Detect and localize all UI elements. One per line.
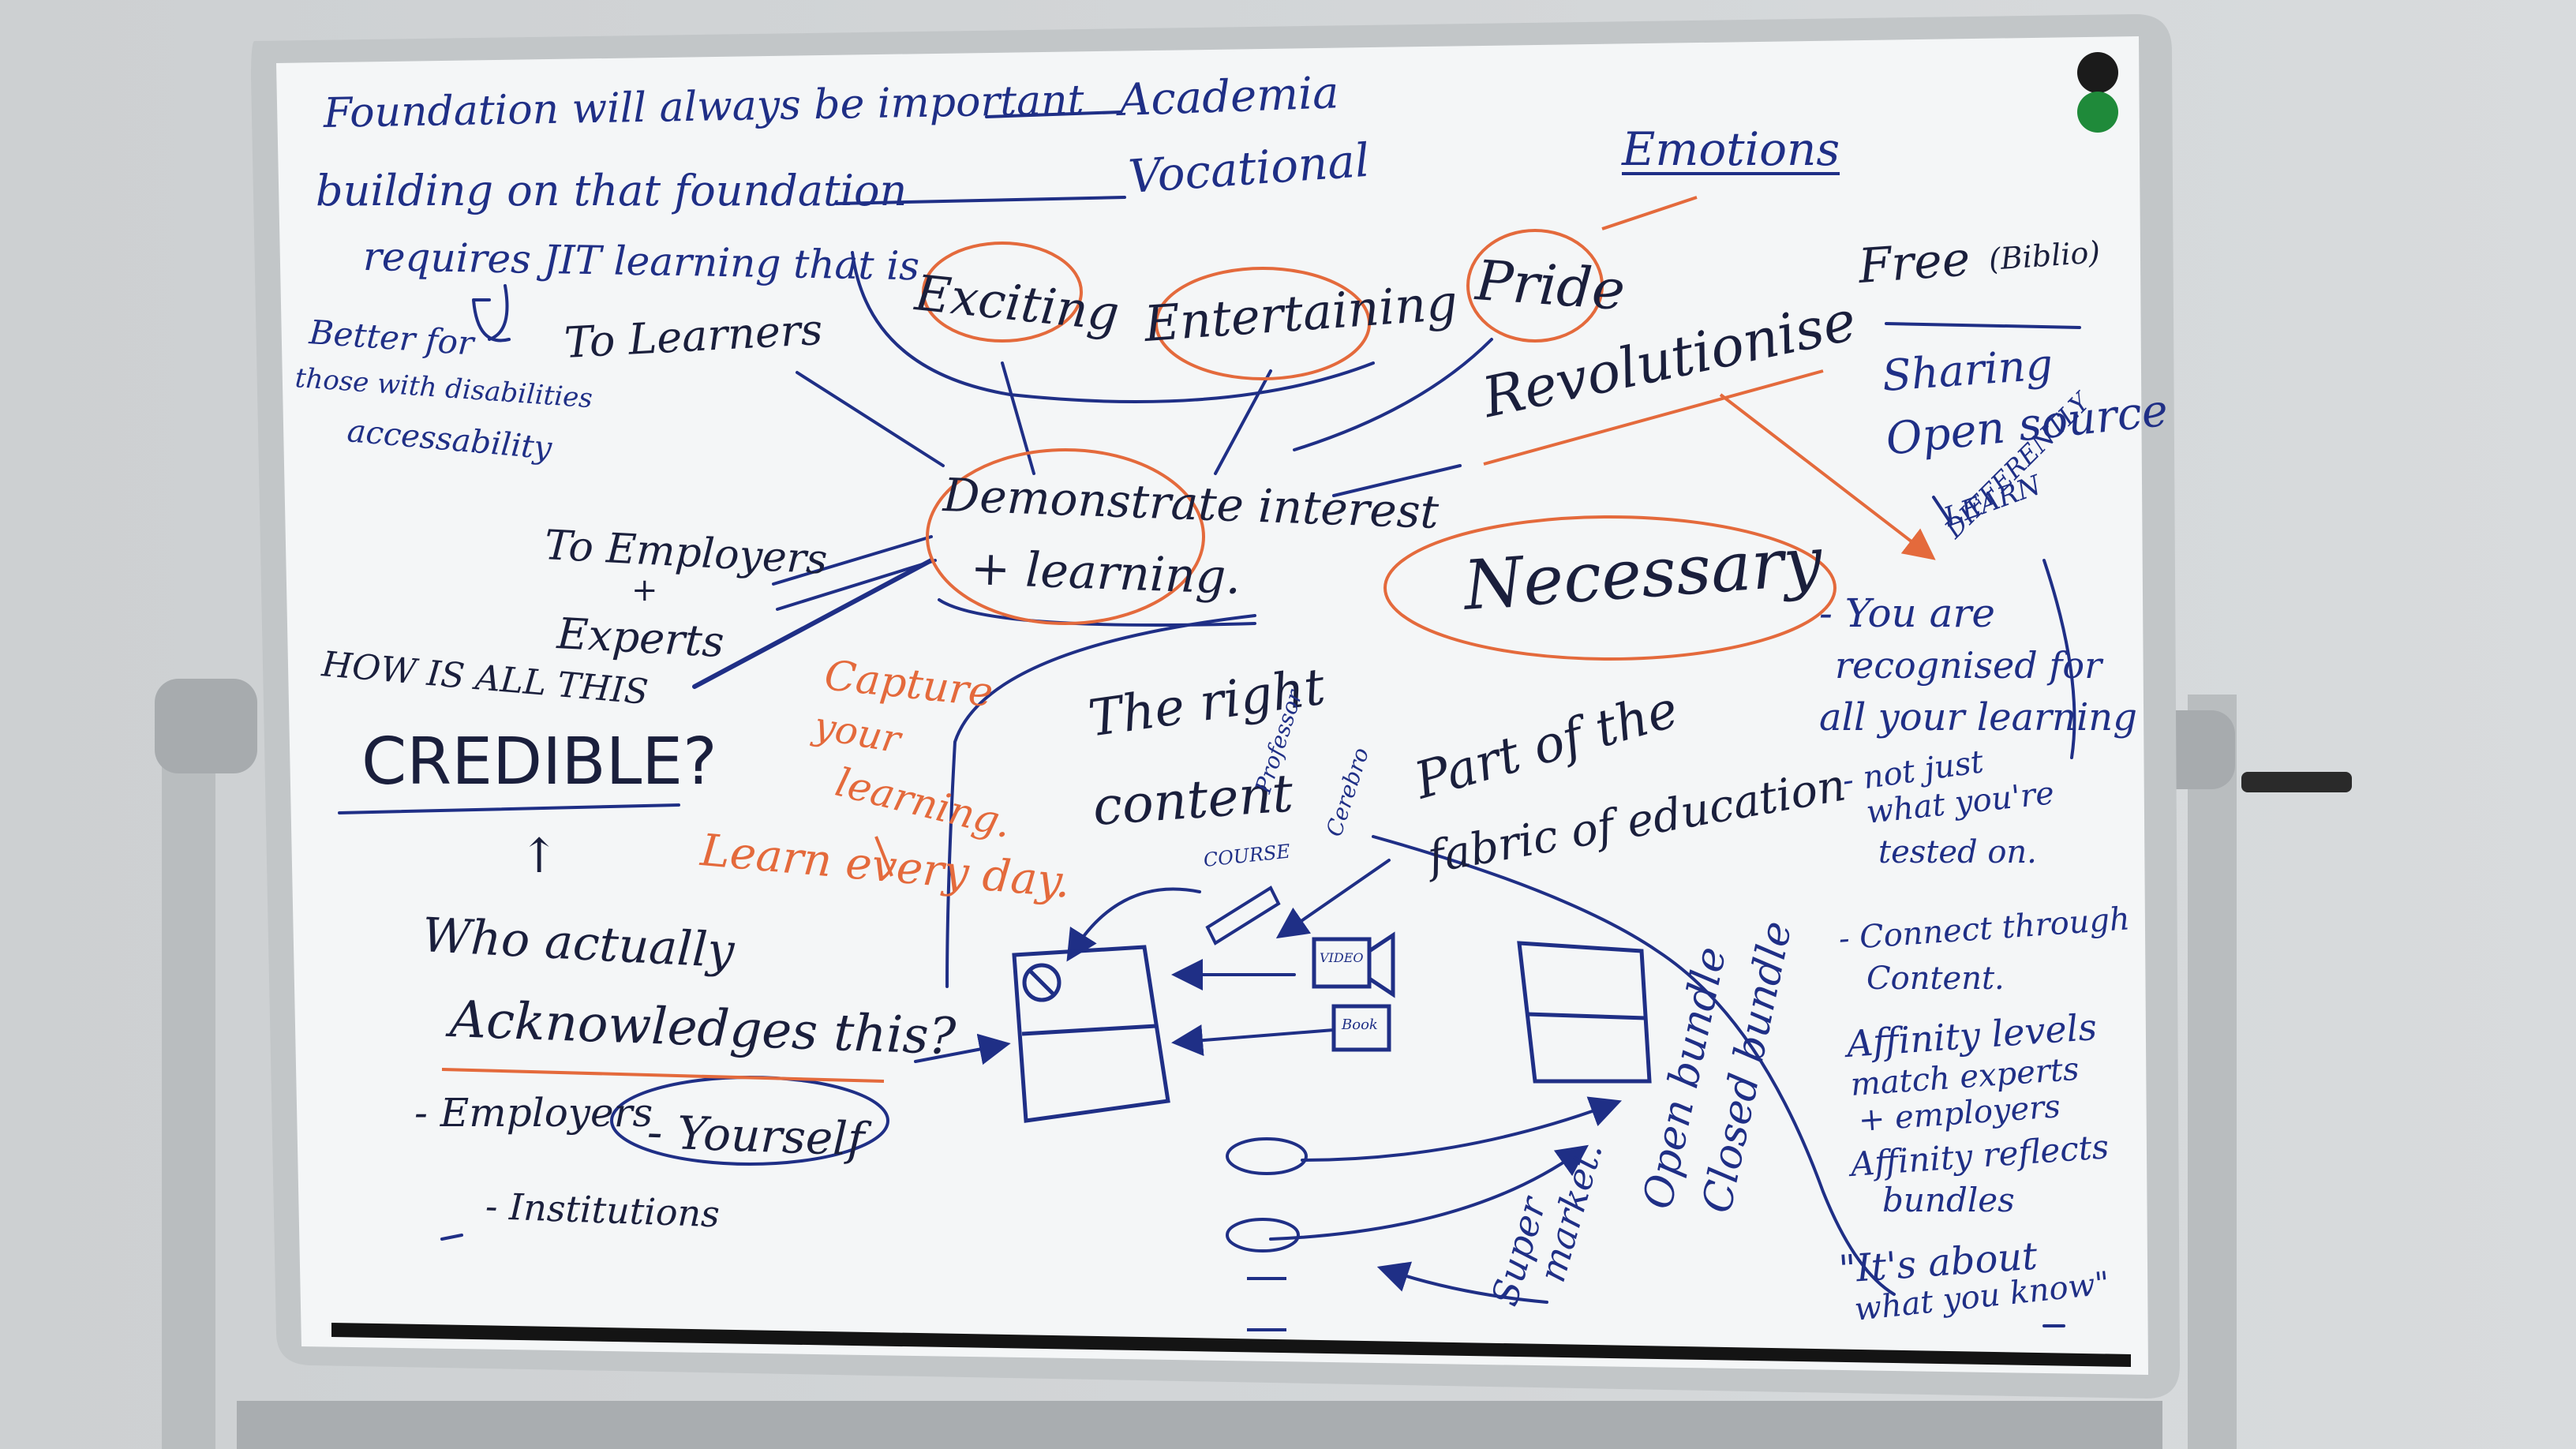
diploma-icon	[1205, 886, 1281, 945]
pride-text: Pride	[1473, 248, 1627, 324]
building-text: building on that foundation	[316, 166, 908, 215]
folder-icon-left	[1012, 945, 1170, 1123]
book-label: Book	[1342, 1017, 1378, 1033]
credible-text: CREDIBLE?	[361, 724, 717, 799]
tray-strip	[331, 1323, 2131, 1367]
stand-left-leg	[162, 695, 215, 1449]
experts-text: Experts	[556, 608, 726, 668]
recognised-2: recognised for	[1835, 644, 2102, 687]
requires-text: requires JIT learning that is	[362, 234, 920, 290]
stand-base	[237, 1401, 2162, 1449]
plus-text: +	[631, 572, 658, 608]
recognised-3: all your learning	[1819, 695, 2137, 739]
not-just-3: tested on.	[1878, 834, 2037, 871]
biblio-text: (Biblio)	[1987, 234, 2102, 277]
yourself-item: - Yourself	[646, 1105, 866, 1166]
institutions-item: - Institutions	[485, 1185, 721, 1236]
magnet-green	[2077, 92, 2118, 133]
recognised-1: - You are	[1819, 590, 1995, 636]
to-learners-text: To Learners	[563, 304, 824, 368]
free-text: Free	[1856, 231, 1972, 294]
magnet-black	[2077, 52, 2118, 93]
affinity-5: bundles	[1882, 1181, 2015, 1219]
video-icon	[1312, 931, 1395, 998]
sharing-text: Sharing	[1880, 339, 2055, 401]
employers-item: - Employers	[414, 1090, 653, 1136]
board-surface	[276, 36, 2148, 1375]
folder-icon-right	[1517, 941, 1652, 1084]
marker	[2241, 772, 2352, 792]
learning-text: + learning.	[969, 541, 1242, 605]
arrow-up: ↑	[519, 829, 560, 884]
shelf-icons	[1226, 1137, 1308, 1331]
academia-text: Academia	[1118, 67, 1340, 126]
emotions-heading: Emotions	[1622, 122, 1840, 176]
stand-right-leg	[2188, 695, 2237, 1449]
foundation-text: Foundation will always be important	[323, 77, 1084, 137]
connect-2: Content.	[1866, 960, 2005, 997]
stand-left-clamp	[155, 679, 257, 773]
book-icon	[1331, 1004, 1391, 1052]
video-label: VIDEO	[1320, 950, 1364, 965]
